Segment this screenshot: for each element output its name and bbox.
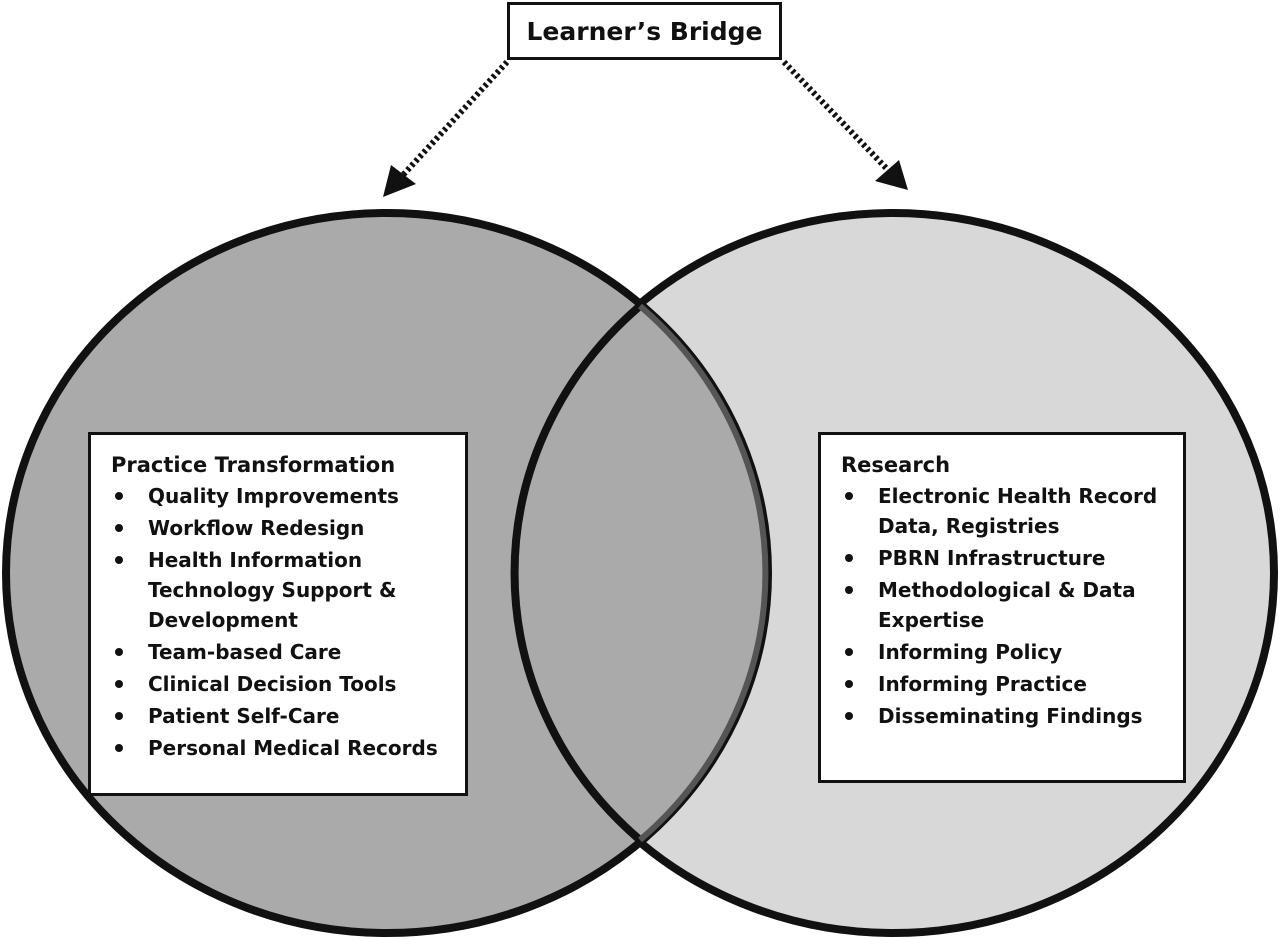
list-item: Informing Practice	[841, 669, 1165, 699]
bullet-icon	[115, 680, 123, 688]
bullet-icon	[845, 648, 853, 656]
list-item: Patient Self-Care	[111, 701, 447, 731]
research-list: Electronic Health Record Data, Registrie…	[841, 481, 1165, 731]
list-item-label: Personal Medical Records	[148, 736, 438, 760]
list-item: PBRN Infrastructure	[841, 543, 1165, 573]
bullet-icon	[115, 648, 123, 656]
list-item: Health Information Technology Support & …	[111, 545, 447, 635]
list-item: Workflow Redesign	[111, 513, 447, 543]
overlap-inner-boundary	[638, 303, 769, 843]
bullet-icon	[115, 492, 123, 500]
research-heading: Research	[841, 453, 951, 477]
list-item-label: PBRN Infrastructure	[878, 546, 1106, 570]
list-item-label: Patient Self-Care	[148, 704, 340, 728]
list-item: Quality Improvements	[111, 481, 447, 511]
bullet-icon	[115, 556, 123, 564]
list-item-label: Informing Policy	[878, 640, 1063, 664]
list-item-label: Informing Practice	[878, 672, 1087, 696]
overlap-boundary	[510, 302, 643, 844]
list-item: Team-based Care	[111, 637, 447, 667]
list-item-label: Clinical Decision Tools	[148, 672, 397, 696]
list-item-label: Methodological & Data Expertise	[878, 578, 1136, 632]
practice-transformation-heading: Practice Transformation	[111, 453, 396, 477]
list-item-label: Disseminating Findings	[878, 704, 1143, 728]
arrow-to-research	[781, 59, 908, 190]
list-item-label: Health Information Technology Support & …	[148, 548, 397, 632]
list-item: Electronic Health Record Data, Registrie…	[841, 481, 1165, 541]
bullet-icon	[845, 492, 853, 500]
list-item: Personal Medical Records	[111, 733, 447, 763]
list-item-label: Quality Improvements	[148, 484, 399, 508]
list-item: Informing Policy	[841, 637, 1165, 667]
list-item-label: Team-based Care	[148, 640, 342, 664]
list-item-label: Workflow Redesign	[148, 516, 365, 540]
learners-bridge-title: Learner’s Bridge	[507, 2, 782, 60]
bullet-icon	[115, 744, 123, 752]
arrow-to-practice	[383, 59, 510, 197]
bullet-icon	[115, 712, 123, 720]
list-item: Disseminating Findings	[841, 701, 1165, 731]
practice-transformation-box: Practice Transformation Quality Improvem…	[88, 432, 468, 796]
list-item-label: Electronic Health Record Data, Registrie…	[878, 484, 1158, 538]
bullet-icon	[845, 680, 853, 688]
bullet-icon	[845, 554, 853, 562]
practice-transformation-list: Quality Improvements Workflow Redesign H…	[111, 481, 447, 763]
list-item: Clinical Decision Tools	[111, 669, 447, 699]
bullet-icon	[845, 712, 853, 720]
list-item: Methodological & Data Expertise	[841, 575, 1165, 635]
bullet-icon	[115, 524, 123, 532]
bullet-icon	[845, 586, 853, 594]
research-box: Research Electronic Health Record Data, …	[818, 432, 1186, 783]
